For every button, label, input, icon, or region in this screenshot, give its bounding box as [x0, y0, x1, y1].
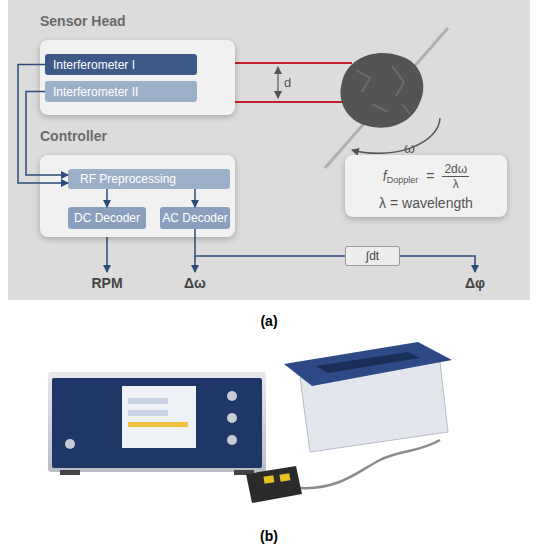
box-label: RF Preprocessing [80, 172, 176, 186]
sensor-label [279, 473, 290, 481]
formula-box: fDoppler = 2dωλ λ = wavelength [345, 155, 507, 217]
output-label: RPM [91, 275, 122, 291]
preprocessing-box: RF Preprocessing [68, 169, 230, 189]
controller-front [52, 378, 262, 468]
object-texture [356, 66, 410, 114]
rotation-arrow [352, 118, 440, 153]
interferometer-box: Interferometer II [45, 81, 197, 102]
box-label: ∫dt [366, 249, 379, 263]
screen-field [128, 410, 168, 416]
output-label: Δω [184, 275, 206, 291]
stand-slot [316, 352, 420, 373]
formula-denominator: λ [453, 177, 459, 191]
laser-beam [226, 62, 352, 64]
box-title: Controller [40, 128, 107, 144]
box-label: AC Decoder [162, 211, 227, 225]
sensor-head-box: Sensor HeadInterferometer IInterferomete… [40, 40, 235, 115]
interferometer-box: Interferometer I [45, 54, 197, 75]
bnc-connector [227, 435, 237, 445]
controller-screen [122, 386, 196, 448]
controller-box: ControllerRF PreprocessingDC DecoderAC D… [40, 155, 235, 237]
screen-field [128, 398, 168, 404]
box-label: DC Decoder [74, 211, 140, 225]
formula-fraction: 2dωλ [442, 162, 469, 191]
laser-beam [226, 101, 345, 103]
box-title: Sensor Head [40, 13, 126, 29]
angular-velocity-label: ω [404, 140, 415, 156]
rack-foot [60, 470, 80, 475]
controller-rack [48, 372, 266, 472]
formula-symbol: f [383, 168, 387, 184]
formula-row: fDoppler = 2dωλ [383, 162, 469, 191]
formula-subscript: Doppler [387, 175, 419, 185]
box-label: Interferometer II [53, 85, 138, 99]
sensor-head [246, 466, 302, 503]
panel-caption: (a) [260, 313, 277, 329]
bnc-connector [227, 413, 237, 423]
stand-top [284, 342, 452, 386]
power-button [65, 439, 75, 449]
formula-note: λ = wavelength [379, 195, 473, 211]
screen-field [128, 422, 188, 427]
output-label: Δφ [465, 275, 485, 291]
decoder-box: DC Decoder [68, 207, 146, 229]
bnc-connector [227, 391, 237, 401]
output-leader [400, 256, 475, 272]
sensor-label [263, 475, 274, 483]
formula-operator: = [426, 168, 434, 184]
panel-caption: (b) [260, 528, 278, 544]
formula-numerator: 2dω [442, 162, 469, 177]
rotating-object [340, 53, 423, 128]
dimension-label: d [284, 75, 291, 90]
decoder-box: AC Decoder [160, 207, 230, 229]
box-label: Interferometer I [53, 58, 135, 72]
sensor-cable [300, 440, 440, 488]
rotation-plane [325, 28, 448, 168]
integrator-box: ∫dt [345, 246, 400, 266]
dimension-arrow [277, 67, 278, 98]
output-leader [194, 256, 196, 272]
